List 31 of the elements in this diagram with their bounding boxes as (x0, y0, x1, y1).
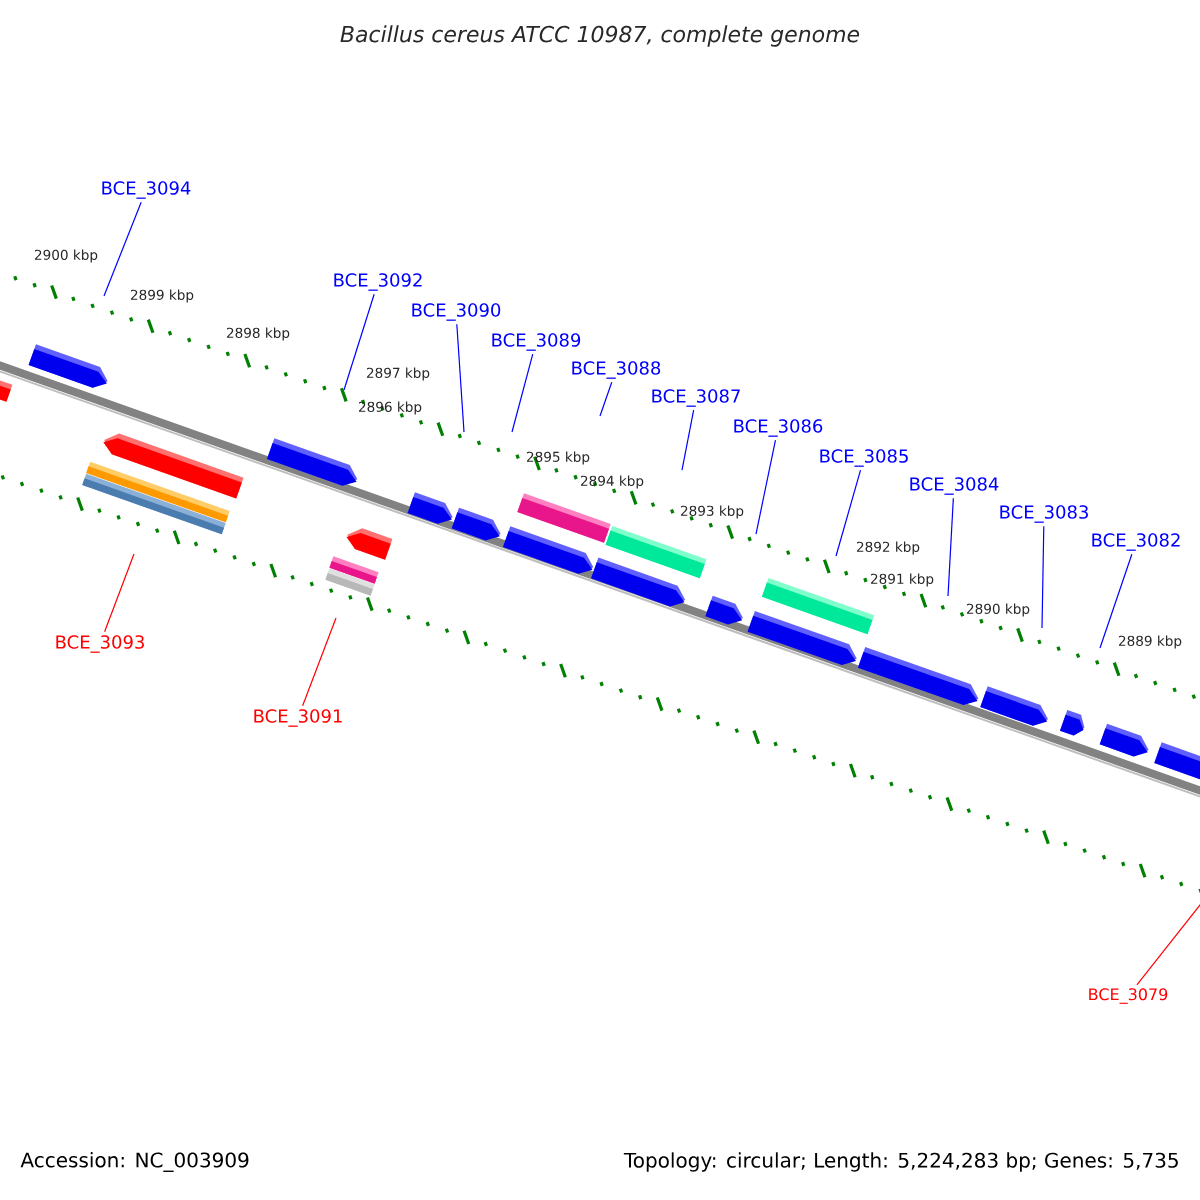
gene-label: BCE_3083 (1000, 505, 1088, 523)
gene-label: BCE_3093 (56, 635, 144, 653)
leader-line (302, 617, 337, 707)
leader-line (755, 439, 777, 535)
leader-line (343, 293, 375, 391)
gene-label: BCE_3092 (334, 273, 422, 291)
leader-line (456, 323, 465, 433)
gene-label: BCE_3086 (734, 419, 823, 437)
gene-label: BCE_3079 (1089, 988, 1168, 1004)
leader-line (511, 353, 534, 433)
title: Bacillus cereus ATCC 10987, complete genome (340, 25, 860, 47)
footer-text: Accession: NC_003909 (20, 1152, 249, 1172)
gene-label: BCE_3094 (102, 181, 191, 199)
leader-line (835, 469, 862, 557)
leader-line (104, 553, 135, 633)
gene-label: BCE_3089 (492, 333, 581, 351)
leader-line (681, 409, 695, 471)
leader-line (947, 497, 954, 597)
leader-line (1136, 899, 1200, 986)
gene-label: BCE_3088 (572, 361, 661, 379)
leader-line (1041, 525, 1045, 629)
leader-line (599, 381, 613, 417)
gene-label: BCE_3084 (910, 477, 999, 495)
gene-label: BCE_3082 (1092, 533, 1180, 551)
leader-line (1099, 553, 1133, 649)
footer-text: Topology: circular; Length: 5,224,283 bp; Genes: 5,735 (623, 1152, 1178, 1172)
gene-label: BCE_3090 (412, 303, 501, 321)
leader-line (103, 201, 142, 297)
gene-label: BCE_3091 (254, 709, 342, 727)
gene-label: BCE_3085 (820, 449, 908, 467)
gene-label: BCE_3087 (652, 389, 740, 407)
